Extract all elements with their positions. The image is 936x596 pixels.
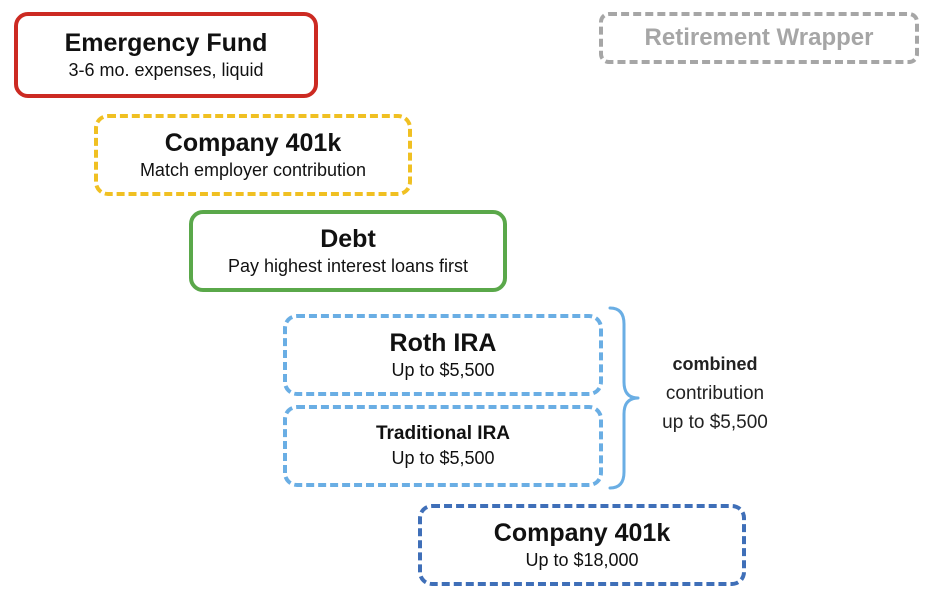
company-401k-match-box: Company 401k Match employer contribution (94, 114, 412, 196)
debt-box: Debt Pay highest interest loans first (189, 210, 507, 292)
company-401k-limit-subtitle: Up to $18,000 (525, 550, 639, 570)
legend-label: Retirement Wrapper (644, 24, 874, 51)
debt-subtitle: Pay highest interest loans first (227, 256, 469, 276)
emergency-fund-subtitle: 3-6 mo. expenses, liquid (68, 60, 264, 80)
debt-title: Debt (320, 225, 376, 253)
retirement-wrapper-legend: Retirement Wrapper (599, 12, 919, 64)
traditional-ira-title: Traditional IRA (375, 423, 511, 444)
traditional-ira-box: Traditional IRA Up to $5,500 (283, 405, 603, 487)
combined-contribution-note: combined contribution up to $5,500 (645, 350, 785, 437)
company-401k-match-title: Company 401k (164, 129, 342, 157)
emergency-fund-box: Emergency Fund 3-6 mo. expenses, liquid (14, 12, 318, 98)
roth-ira-box: Roth IRA Up to $5,500 (283, 314, 603, 396)
company-401k-limit-box: Company 401k Up to $18,000 (418, 504, 746, 586)
combined-note-line-3: up to $5,500 (662, 412, 768, 433)
curly-brace-icon (608, 306, 640, 490)
combined-note-line-2: contribution (665, 383, 765, 404)
emergency-fund-title: Emergency Fund (64, 29, 268, 57)
curly-brace-path (608, 306, 640, 490)
traditional-ira-subtitle: Up to $5,500 (391, 448, 495, 468)
company-401k-match-subtitle: Match employer contribution (139, 160, 367, 180)
company-401k-limit-title: Company 401k (493, 519, 671, 547)
roth-ira-subtitle: Up to $5,500 (391, 360, 495, 380)
combined-note-line-1: combined (672, 354, 758, 374)
roth-ira-title: Roth IRA (389, 329, 497, 357)
